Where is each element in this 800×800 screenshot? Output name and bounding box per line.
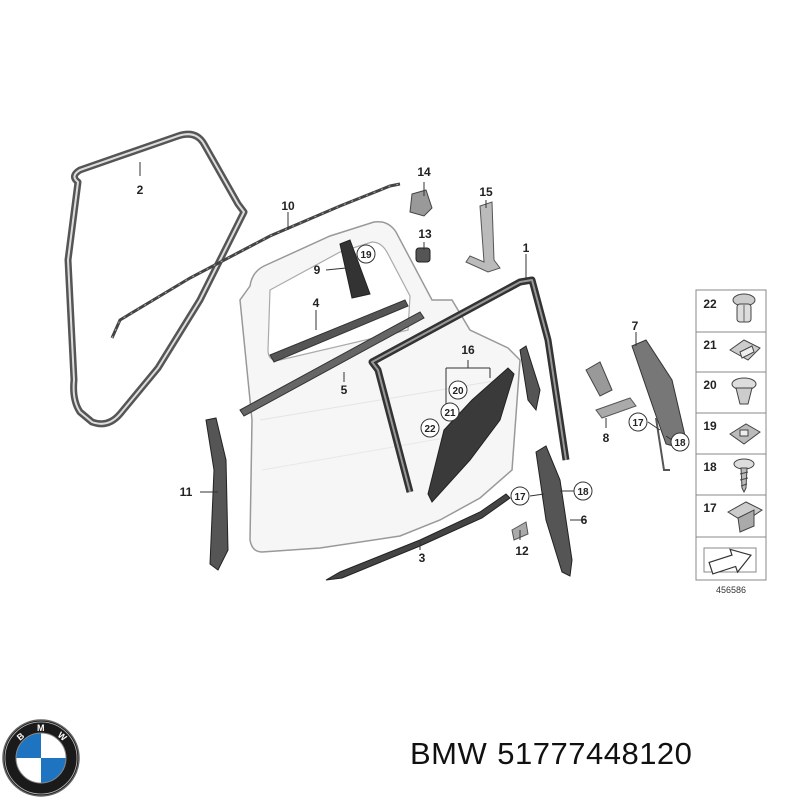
circled-17-a: 17 <box>514 492 526 503</box>
svg-text:B: B <box>15 730 27 742</box>
lower-seal-part <box>325 493 511 581</box>
bmw-logo: B M W <box>2 719 80 797</box>
legend-number-21: 21 <box>703 338 717 352</box>
clip-part-14 <box>409 189 433 217</box>
callout-8: 8 <box>603 431 610 445</box>
brand-name: BMW <box>410 736 488 771</box>
triangle-trim-part <box>339 239 371 299</box>
callout-3: 3 <box>419 551 426 565</box>
door-seal-part <box>64 130 248 428</box>
expanding-clip-icon <box>727 501 763 533</box>
circled-21: 21 <box>444 408 456 419</box>
callout-15: 15 <box>479 185 493 199</box>
legend-number-17: 17 <box>703 501 717 515</box>
callout-6: 6 <box>581 513 588 527</box>
plate-part-8 <box>595 397 637 419</box>
callout-9: 9 <box>314 263 321 277</box>
callout-5: 5 <box>341 383 348 397</box>
callout-16: 16 <box>461 343 475 357</box>
circled-18-a: 18 <box>577 487 589 498</box>
circled-20: 20 <box>452 386 464 397</box>
drawing-number: 456586 <box>716 585 746 595</box>
circled-17-b: 17 <box>632 418 644 429</box>
circled-22: 22 <box>424 424 436 435</box>
front-trim-part <box>205 417 229 571</box>
callout-12: 12 <box>515 544 529 558</box>
legend-number-22: 22 <box>703 297 717 311</box>
part-number: 51777448120 <box>497 736 693 771</box>
rear-pillar-trim-part <box>535 445 573 577</box>
speed-nut-icon <box>729 339 761 361</box>
inner-window-strip-part <box>269 299 409 363</box>
part-caption: BMW 51777448120 <box>410 736 702 772</box>
mount-bracket <box>585 361 613 397</box>
callout-10: 10 <box>281 199 295 213</box>
rivet-icon <box>731 377 757 405</box>
leader-lines <box>139 162 673 550</box>
inner-pillar-trim-part <box>519 345 541 412</box>
callout-4: 4 <box>313 296 320 310</box>
callout-13: 13 <box>418 227 432 241</box>
legend-number-20: 20 <box>703 378 717 392</box>
outer-belt-strip-part <box>239 311 425 417</box>
callout-11: 11 <box>180 485 193 499</box>
callout-14: 14 <box>417 165 431 179</box>
window-channel-strip-part <box>110 182 401 339</box>
window-frame-part <box>368 276 570 493</box>
direction-arrow-icon <box>703 547 757 575</box>
callout-2: 2 <box>137 183 144 197</box>
circled-refs <box>356 244 690 506</box>
screw-icon <box>733 458 755 494</box>
callout-1: 1 <box>523 241 530 255</box>
callout-7: 7 <box>632 319 639 333</box>
legend-number-18: 18 <box>703 460 717 474</box>
corner-trim-bracket <box>655 417 670 471</box>
circled-18-b: 18 <box>674 438 686 449</box>
plug-part-13 <box>415 247 431 263</box>
fastener-legend <box>695 289 767 581</box>
push-rivet-icon <box>732 293 756 323</box>
circled-19: 19 <box>360 250 372 261</box>
svg-text:M: M <box>37 723 45 733</box>
bracket-part <box>465 201 501 273</box>
trim-clip-icon <box>729 423 761 445</box>
legend-number-19: 19 <box>703 419 717 433</box>
